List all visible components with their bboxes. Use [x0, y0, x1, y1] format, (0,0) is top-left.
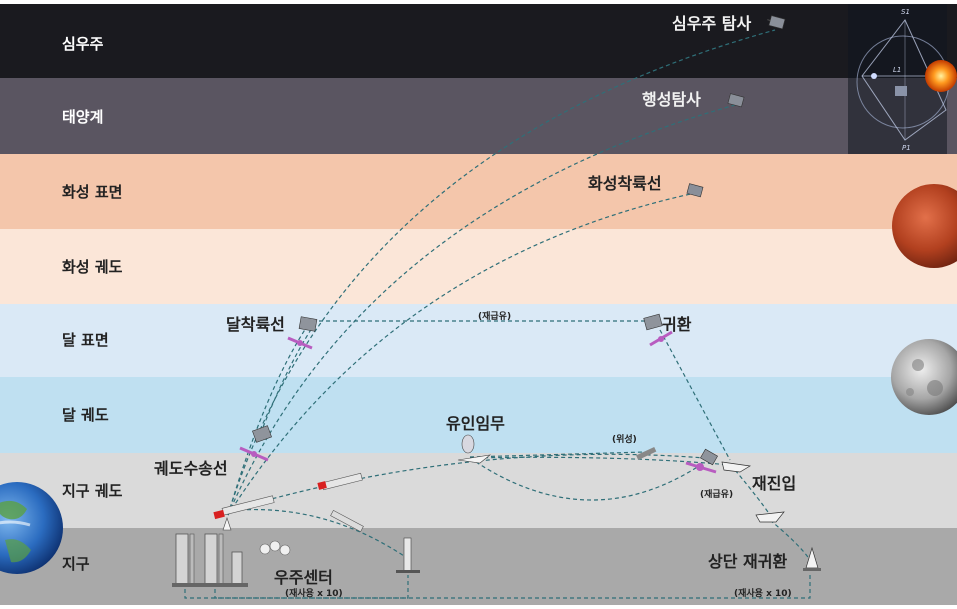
label-lunar-lander: 달착륙선	[226, 315, 285, 334]
layer-deep-space: 심우주	[0, 4, 957, 78]
layer-earth-orbit: 지구 궤도	[0, 453, 957, 528]
reuse-loop-right	[214, 575, 811, 599]
rocket-upper-stage-icon	[317, 472, 363, 491]
solar-system-chart: S1 L1 P1	[848, 4, 957, 154]
booster-returning-icon	[330, 509, 364, 533]
upper-stage-landed-icon	[803, 546, 821, 571]
trajectory-lunar-direct	[227, 324, 309, 516]
layer-label: 화성 궤도	[62, 258, 123, 276]
crewed-capsule-icon	[457, 434, 492, 464]
label-reentry: 재진입	[752, 474, 797, 493]
label-crewed-mission: 유인임무	[446, 414, 505, 433]
layer-mars-surface: 화성 표면	[0, 154, 957, 229]
layer-label: 달 표면	[62, 331, 109, 349]
label-deep-space-probe: 심우주 탐사	[672, 14, 752, 33]
trajectory-mars	[227, 192, 696, 516]
trajectory-lines	[184, 29, 811, 599]
label-satellite: (위성)	[612, 435, 637, 445]
deep-space-probe-icon	[767, 15, 786, 30]
space-center-icon	[172, 517, 291, 587]
trajectory-planetary	[227, 104, 736, 516]
trajectory-deep-space	[227, 29, 776, 516]
solar-mark-s1: S1	[901, 8, 910, 16]
trajectory-booster-return	[239, 508, 411, 561]
shuttle-descent-icon	[755, 511, 785, 523]
label-upper-stage-return: 상단 재귀환	[708, 552, 788, 571]
layer-label: 심우주	[62, 35, 104, 53]
layer-label: 지구	[62, 555, 90, 573]
layer-earth: 지구	[0, 528, 957, 605]
sun-icon	[925, 60, 957, 92]
trajectory-orbit-main	[231, 453, 706, 511]
layer-label: 달 궤도	[62, 406, 109, 424]
layer-label: 지구 궤도	[62, 482, 123, 500]
rocket-first-stage-icon	[213, 495, 275, 520]
trajectory-orbit-refuel	[469, 457, 706, 501]
layer-label: 화성 표면	[62, 183, 123, 201]
layer-mars-orbit: 화성 궤도	[0, 229, 957, 304]
trajectory-return	[659, 329, 731, 461]
mars-lander-icon	[686, 183, 704, 198]
label-return: 귀환	[662, 315, 692, 334]
reuse-loop-left	[184, 575, 409, 599]
layer-label: 태양계	[62, 108, 104, 126]
trajectory-otv-lunar	[257, 327, 313, 441]
label-planetary-probe: 행성탐사	[642, 90, 701, 109]
moon-icon	[891, 339, 957, 415]
landed-booster-icon	[396, 537, 420, 573]
refuel-depot-icon	[685, 448, 718, 474]
label-reuse-right: (재사용 x 10)	[734, 589, 792, 599]
solar-mark-l1: L1	[893, 66, 901, 74]
earth-icon	[0, 482, 63, 574]
planetary-probe-icon	[727, 93, 745, 108]
layer-lunar-orbit: 달 궤도	[0, 377, 957, 453]
layer-lunar-surface: 달 표면	[0, 304, 957, 377]
lunar-lander-icon	[287, 316, 318, 350]
shuttle-reentry-icon	[721, 461, 752, 473]
solar-mark-p1: P1	[902, 144, 911, 152]
label-space-center: 우주센터	[274, 568, 333, 587]
label-orbital-transfer: 궤도수송선	[154, 459, 228, 478]
label-mars-lander: 화성착륙선	[588, 174, 662, 193]
layer-solar-system: 태양계	[0, 78, 957, 154]
label-refuel-lunar: (재급유)	[478, 312, 512, 322]
satellite-icon	[636, 446, 657, 460]
trajectory-satellite	[469, 451, 646, 458]
mars-icon	[892, 184, 957, 268]
return-vehicle-icon	[643, 313, 673, 347]
label-reuse-left: (재사용 x 10)	[285, 589, 343, 599]
orbital-transfer-vehicle-icon	[239, 425, 272, 462]
label-refuel-orbit: (재급유)	[700, 490, 734, 500]
trajectory-crewed	[469, 456, 731, 466]
